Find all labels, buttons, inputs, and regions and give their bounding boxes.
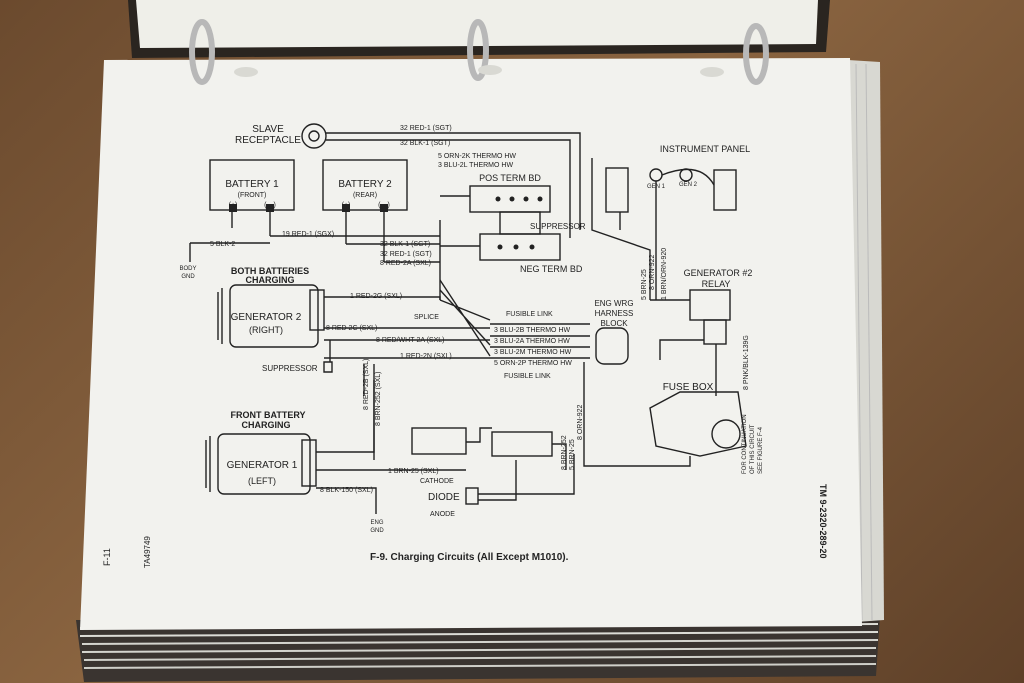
wire-label: 3 BLU-2M THERMO HW (494, 349, 572, 356)
label-gen2-lamp: GEN 2 (679, 182, 698, 188)
wire-label: 8 BRN-252 (561, 435, 568, 470)
label-fuse-box: FUSE BOX (663, 382, 714, 393)
label-continuation: OF THIS CIRCUIT (750, 424, 756, 474)
label-cathode: CATHODE (420, 478, 454, 485)
wire-label: 5 BRN-25 (569, 439, 576, 470)
label-battery1-sub: (FRONT) (238, 192, 267, 199)
label-body-gnd: GND (181, 274, 195, 280)
label-eng-wrg: ENG WRG (594, 299, 633, 308)
label-plus: (+) (342, 202, 351, 209)
label-plus: (+) (229, 202, 238, 209)
wire-label: 8 RED 2C (SXL) (326, 325, 377, 332)
label-front-battery: CHARGING (242, 420, 291, 430)
wire-label: 1 RED-2N (SXL) (400, 353, 452, 360)
wire-label: 5 ORN-2P THERMO HW (494, 360, 572, 367)
label-minus: (—) (378, 202, 390, 209)
binder-back (128, 0, 830, 58)
wire-label: 19 RED-1 (SGX) (282, 231, 334, 238)
label-gen2-sub: (RIGHT) (249, 325, 283, 335)
label-suppressor: SUPPRESSOR (530, 222, 586, 231)
label-gen1: GENERATOR 1 (227, 460, 298, 471)
label-anode: ANODE (430, 511, 455, 518)
label-eng-wrg: HARNESS (595, 309, 634, 318)
wire-label: 5 BLK-2 (210, 241, 235, 248)
label-both-batteries: BOTH BATTERIES (231, 266, 309, 276)
label-eng-gnd: GND (370, 528, 384, 534)
wire-label: 1 RED-2G (SXL) (350, 293, 402, 300)
wire-label: 8 RED-2B (SXL) (363, 359, 370, 410)
label-gen2-relay: GENERATOR #2 (684, 268, 753, 278)
schematic-lines (189, 123, 747, 514)
label-battery2-sub: (REAR) (353, 192, 377, 199)
wire-label: 8 ORN-922 (577, 404, 584, 440)
label-splice: SPLICE (414, 314, 439, 321)
wire-label: 8 RED/WHT-2A (SXL) (376, 337, 444, 344)
label-gen1-lamp: GEN 1 (647, 184, 666, 190)
label-gen2-relay: RELAY (702, 279, 731, 289)
wire-label: 32 RED-1 (SGT) (400, 125, 452, 132)
wire-label: 3 BLU-2A THERMO HW (494, 338, 570, 345)
wire-label: 1 BRN/ORN-920 (661, 248, 668, 300)
label-neg-term: NEG TERM BD (520, 264, 583, 274)
label-continuation: SEE FIGURE F-4 (758, 426, 764, 474)
wire-label: 8 BRN-252 (SXL) (375, 372, 382, 426)
label-gen1-sub: (LEFT) (248, 476, 276, 486)
page-number: F-11 (102, 548, 112, 566)
label-eng-gnd: ENG (370, 520, 383, 526)
wire-label: 5 ORN-2K THERMO HW (438, 153, 516, 160)
wire-label: 5 BRN-25 (641, 269, 648, 300)
wire-label: 8 ORN-922 (649, 254, 656, 290)
label-battery1: BATTERY 1 (225, 179, 279, 190)
wire-label: 8 BLK-150 (SXL) (320, 487, 373, 494)
wire-label: 3 BLU-2B THERMO HW (494, 327, 570, 334)
battery-terminals (229, 196, 543, 250)
label-minus: (—) (264, 202, 276, 209)
label-continuation: FOR CONTINUATION (742, 414, 748, 474)
label-slave-1: SLAVE (252, 124, 284, 135)
label-fusible-link: FUSIBLE LINK (504, 373, 551, 380)
label-instrument-panel: INSTRUMENT PANEL (660, 144, 750, 154)
figure-id: TA49749 (143, 536, 152, 568)
label-pos-term: POS TERM BD (479, 173, 541, 183)
label-suppressor-left: SUPPRESSOR (262, 364, 318, 373)
wire-label: 1 BRN-25 (SXL) (388, 468, 439, 475)
tm-number: TM 9-2320-289-20 (818, 484, 828, 559)
label-front-battery: FRONT BATTERY (231, 410, 306, 420)
label-diode: DIODE (428, 492, 460, 503)
figure-caption: F-9. Charging Circuits (All Except M1010… (370, 552, 569, 563)
label-battery2: BATTERY 2 (338, 179, 392, 190)
label-fusible-link: FUSIBLE LINK (506, 311, 553, 318)
diagram-text: SLAVE RECEPTACLE 32 RED-1 (SGT) 32 BLK-1… (102, 124, 828, 568)
label-body-gnd: BODY (179, 266, 196, 272)
wire-label: 3 BLU-2L THERMO HW (438, 162, 513, 169)
binder-rings (189, 19, 769, 85)
label-gen2: GENERATOR 2 (231, 312, 302, 323)
label-both-batteries: CHARGING (246, 275, 295, 285)
wire-label: 8 RED-2A (SXL) (380, 260, 431, 267)
main-page (80, 58, 862, 630)
wire-label: 32 BLK-1 (SGT) (380, 241, 430, 248)
wire-label: 8 PNK/BLK-139G (743, 335, 750, 390)
wire-label: 32 RED-1 (SGT) (380, 251, 432, 258)
wire-label: 32 BLK-1 (SGT) (400, 140, 450, 147)
label-slave-2: RECEPTACLE (235, 135, 301, 146)
label-eng-wrg: BLOCK (600, 319, 628, 328)
